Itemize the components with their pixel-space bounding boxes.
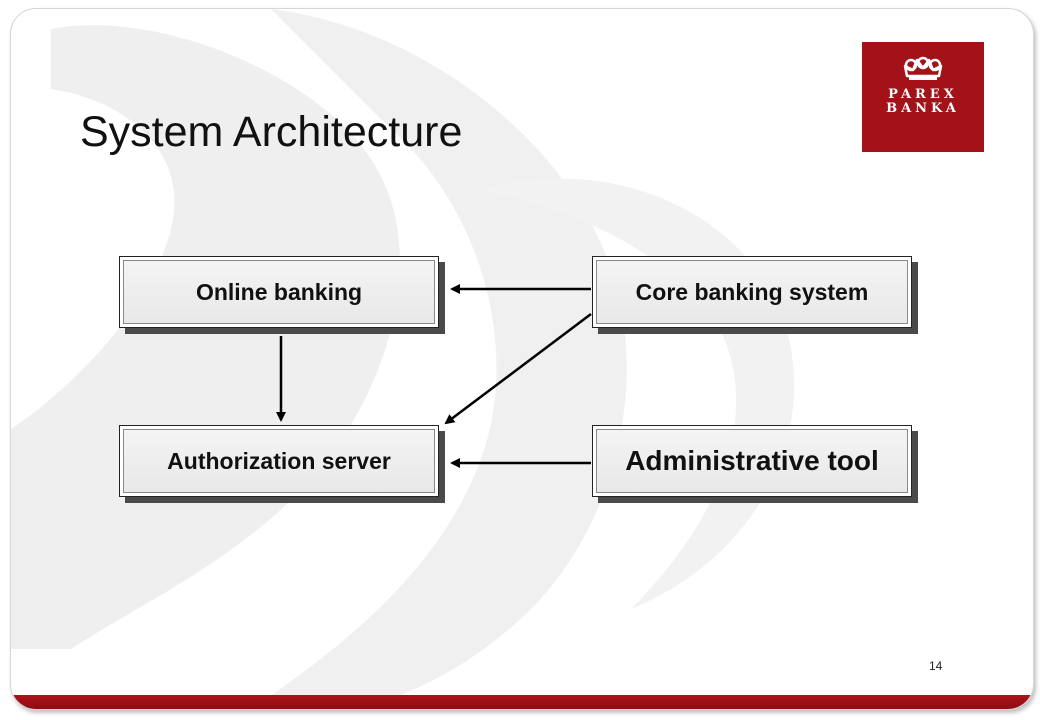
slide-title: System Architecture — [80, 108, 463, 156]
node-online-banking: Online banking — [119, 256, 439, 328]
node-authorization-server-fill — [123, 429, 435, 493]
logo-line-2: BANKA — [886, 101, 960, 116]
node-online-banking-label: Online banking — [195, 278, 363, 305]
node-administrative-tool: Administrative tool — [592, 425, 912, 497]
parex-banka-logo: PAREX BANKA — [862, 42, 984, 152]
node-core-banking-system-fill — [596, 260, 908, 324]
node-core-banking-system: Core banking system — [592, 256, 912, 328]
logo-line-1: PAREX — [888, 87, 958, 102]
node-online-banking-fill — [123, 260, 435, 324]
node-administrative-tool-label: Administrative tool — [625, 445, 879, 476]
node-core-banking-system-label: Core banking system — [635, 278, 869, 305]
page-number: 14 — [929, 659, 943, 673]
crown-icon — [903, 56, 943, 80]
node-authorization-server: Authorization server — [119, 425, 439, 497]
bottom-accent-bar — [11, 695, 1033, 709]
node-administrative-tool-fill — [596, 429, 908, 493]
node-authorization-server-label: Authorization server — [167, 447, 391, 474]
